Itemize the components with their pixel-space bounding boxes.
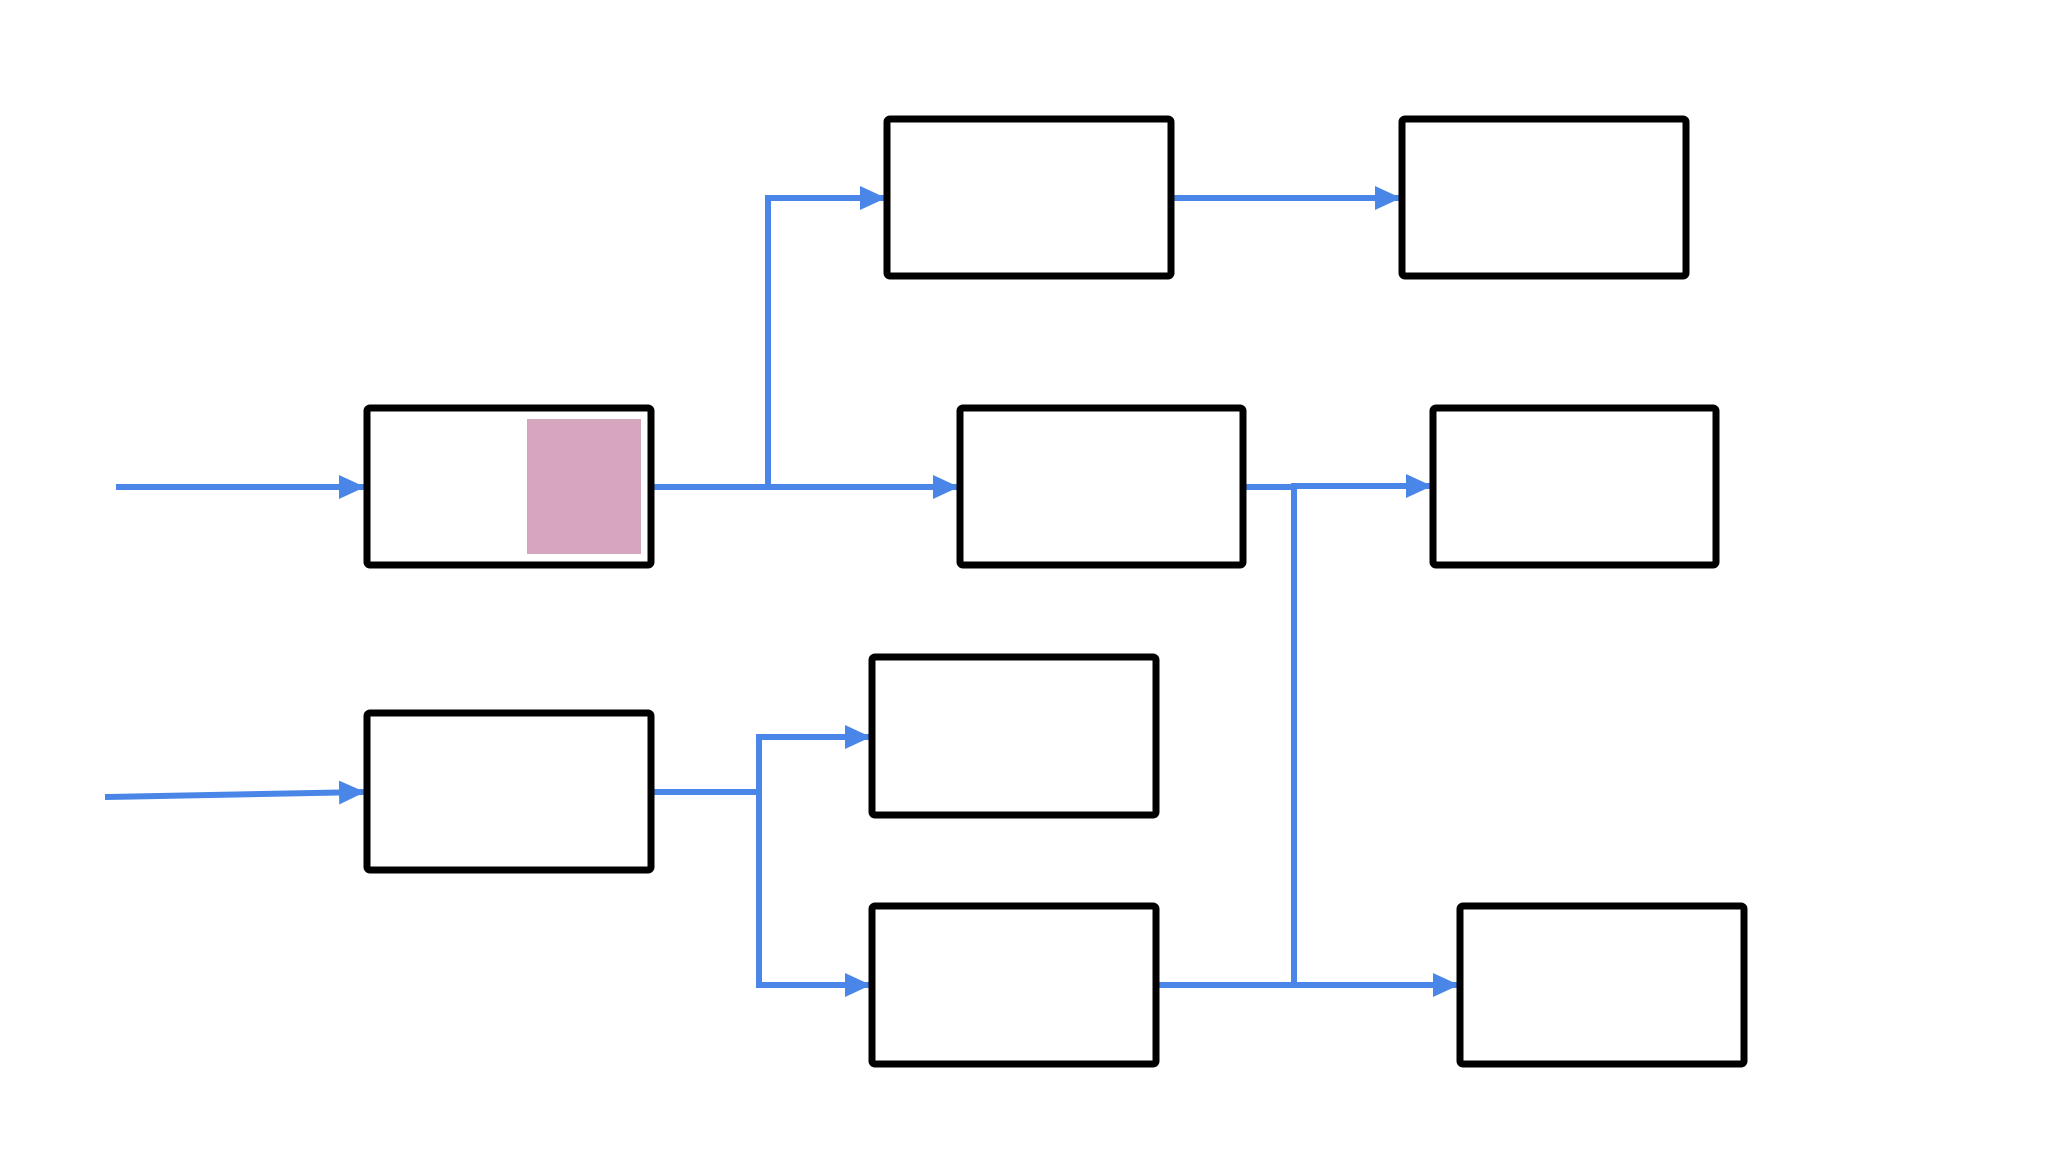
- box-top-mid: [883, 115, 1175, 280]
- box-middle-right: [1429, 404, 1720, 569]
- box-lower-mid: [868, 653, 1160, 819]
- connectors: [104, 186, 1460, 997]
- highlight-block: [527, 419, 641, 554]
- box-input-bottom: [363, 709, 655, 874]
- box-middle-mid: [956, 404, 1247, 569]
- arrow-external-to-input-bottom: [104, 780, 367, 805]
- boxes: [363, 115, 1748, 1068]
- arrow-input-top-to-top-mid: [765, 186, 887, 490]
- arrow-input-bottom-to-bottom-mid: [756, 789, 872, 997]
- box-top-right: [1398, 115, 1690, 280]
- box-bottom-mid: [868, 902, 1160, 1068]
- box-bottom-right: [1456, 902, 1748, 1068]
- arrow-input-bottom-to-lower-mid: [756, 725, 872, 795]
